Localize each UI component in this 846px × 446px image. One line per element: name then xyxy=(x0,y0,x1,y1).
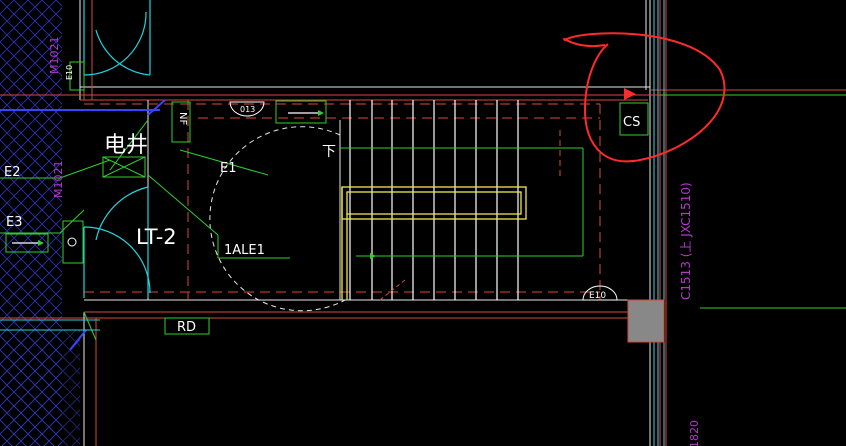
rd-label: RD xyxy=(177,320,196,335)
electrical-wiring xyxy=(0,61,846,341)
down-label: 下 xyxy=(322,144,336,160)
highlight-loop xyxy=(563,32,726,163)
e10-top-label: E10 xyxy=(65,65,74,80)
e3-label: E3 xyxy=(6,215,23,230)
m1021-mid-annot: M1021 xyxy=(52,161,65,199)
red-accents xyxy=(379,130,561,301)
ale1-label: 1ALE1 xyxy=(224,243,265,258)
symbols xyxy=(0,99,384,351)
e10-bottom-tag xyxy=(582,285,618,301)
elevator-shaft-label: 电井 xyxy=(104,133,148,158)
staircase xyxy=(341,100,527,300)
right-window-annot: C1513 (上 JXC1510) xyxy=(679,182,693,300)
dashed-grid xyxy=(0,94,846,300)
m1021-top-annot: M1021 xyxy=(48,37,61,75)
e1-label: E1 xyxy=(220,161,237,176)
lt2-label: LT-2 xyxy=(136,225,177,249)
column-block xyxy=(627,299,665,343)
doors xyxy=(83,0,151,298)
stair-door-swing xyxy=(209,126,346,312)
left-hatched-wall xyxy=(0,0,80,446)
flag-icon xyxy=(624,88,636,100)
cs-label: CS xyxy=(623,115,640,130)
e13-tag xyxy=(229,101,265,117)
e2-label: E2 xyxy=(4,165,21,180)
bottom-right-number: 1820 xyxy=(688,420,701,446)
e13-label: 013 xyxy=(240,105,255,114)
e10-bottom-label: E10 xyxy=(589,291,606,301)
axis-lines xyxy=(653,0,667,446)
nf-label: NF xyxy=(177,112,188,125)
